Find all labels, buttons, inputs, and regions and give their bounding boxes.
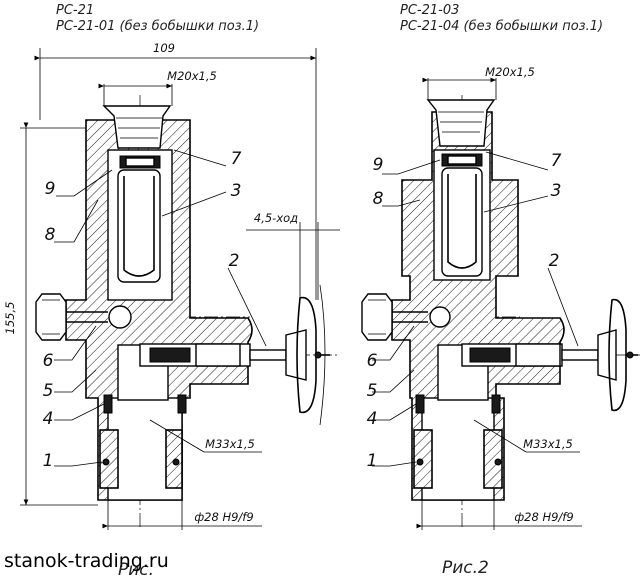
left-view: 109 M20x1,5 155,5 4,5-ход M33x1,5 ф28 H9… [3, 3, 340, 530]
left-funnel [102, 105, 172, 149]
left-ball [108, 305, 132, 329]
figure-label: Рис.2 [442, 558, 489, 578]
dim-bore-left: ф28 H9/f9 [194, 510, 253, 524]
left-boss-wall-r [165, 429, 183, 489]
left-label-8: 8 [45, 225, 56, 245]
left-seal-4 [103, 394, 113, 414]
right-view: M20x1,5 M33x1,5 ф28 H9/f9 9 8 7 3 2 6 5 … [361, 3, 640, 530]
left-caption-line1: РС-21 [56, 3, 94, 18]
left-side-hex-nut [35, 293, 67, 341]
figure-label-partial: Рис. [118, 560, 154, 580]
right-label-7: 7 [551, 151, 562, 171]
right-label-5: 5 [367, 381, 378, 401]
right-label-1: 1 [367, 451, 378, 471]
left-label-7: 7 [231, 149, 242, 169]
right-label-9: 9 [373, 155, 384, 175]
watermark-text: stanok-trading.ru [4, 550, 169, 572]
dim-thread-top-right: M20x1,5 [485, 65, 535, 79]
right-label-6: 6 [367, 351, 378, 371]
dim-height-text: 155,5 [3, 302, 17, 335]
right-label-3: 3 [551, 181, 562, 201]
left-piston-cup [117, 169, 161, 283]
right-caption-line2: РС-21-04 (без бобышки поз.1) [400, 19, 603, 34]
right-funnel [426, 99, 496, 147]
left-label-2: 2 [229, 251, 240, 271]
right-handwheel-hub [597, 329, 617, 381]
left-stem [249, 349, 287, 361]
right-label-8: 8 [373, 189, 384, 209]
left-handwheel-rim [296, 296, 317, 414]
dim-bore-right: ф28 H9/f9 [514, 510, 573, 524]
left-label-3: 3 [231, 181, 242, 201]
right-label-4: 4 [367, 409, 378, 429]
right-caption-line1: РС-21-03 [400, 3, 459, 18]
left-label-5: 5 [43, 381, 54, 401]
dim-thread-top-left: M20x1,5 [167, 69, 217, 83]
left-label-1: 1 [43, 451, 54, 471]
left-label-4: 4 [43, 409, 54, 429]
left-label-9: 9 [45, 179, 56, 199]
left-piston [123, 176, 155, 277]
left-boss-wall-l [99, 429, 119, 489]
left-caption-line2: РС-21-01 (без бобышки поз.1) [56, 19, 259, 34]
left-label-6: 6 [43, 351, 54, 371]
dim-stroke-text: 4,5-ход [254, 211, 298, 225]
dim-thread-bottom-left: M33x1,5 [205, 437, 255, 451]
right-piston-cup [441, 167, 483, 277]
dim-thread-bottom-right: M33x1,5 [523, 437, 573, 451]
left-seal-pack [149, 347, 191, 363]
right-side-hex-nut [361, 293, 393, 341]
dim-width-text: 109 [153, 41, 175, 55]
left-handwheel-hub [285, 329, 307, 381]
right-handwheel-rim [608, 298, 627, 412]
right-label-2: 2 [549, 251, 560, 271]
